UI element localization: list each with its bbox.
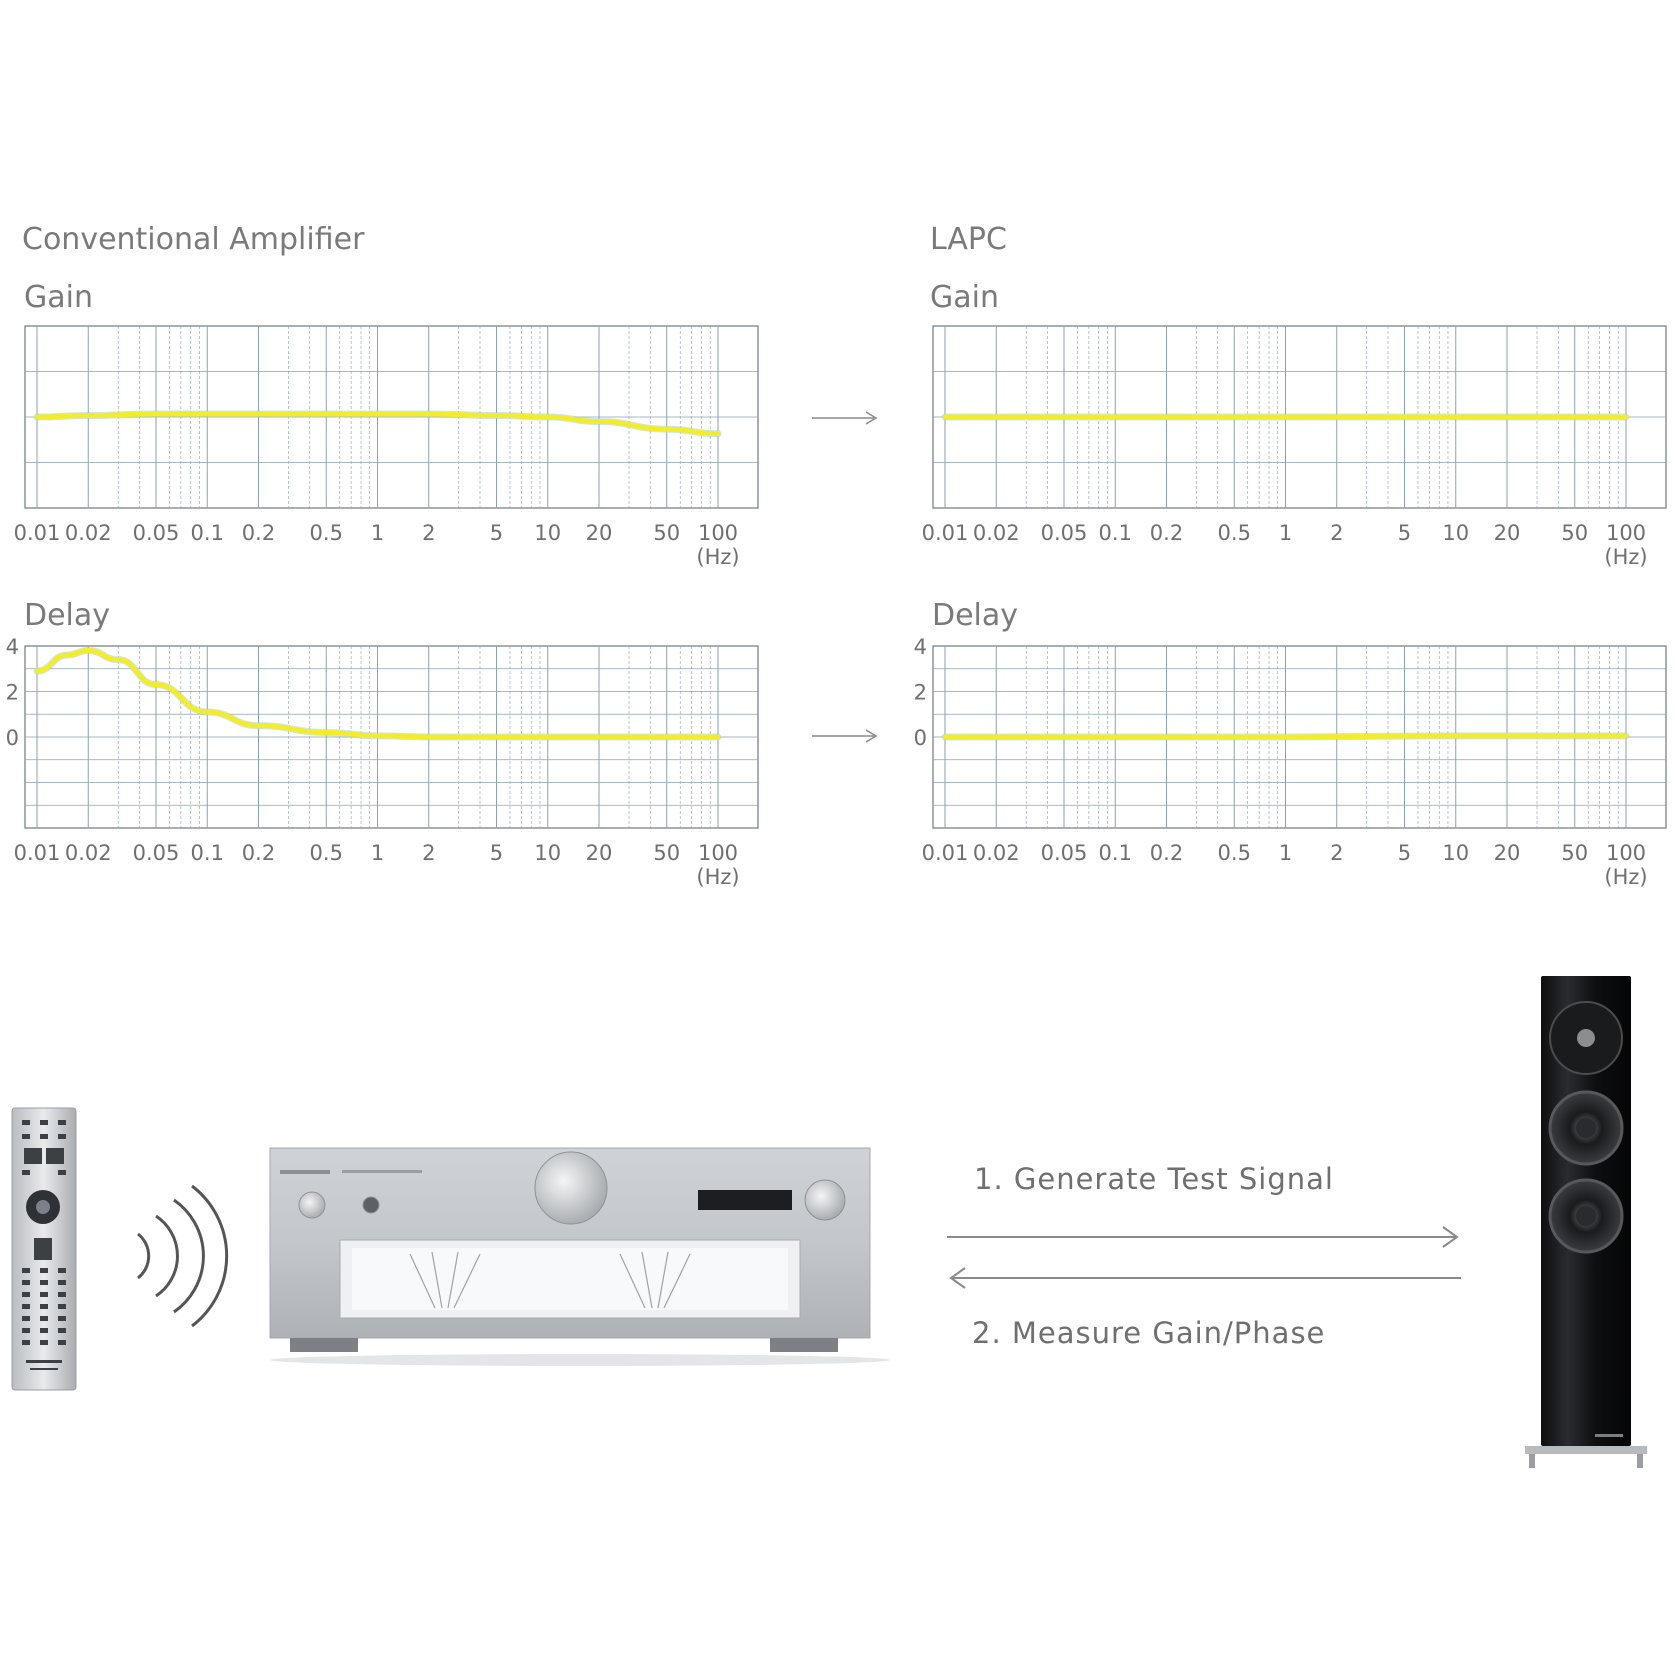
x-tick-label: 50 bbox=[1561, 841, 1588, 865]
x-tick-label: 1 bbox=[1279, 521, 1292, 545]
y-tick-label: 0 bbox=[914, 726, 927, 750]
x-tick-label: 0.2 bbox=[242, 521, 275, 545]
x-tick-label: 20 bbox=[1494, 841, 1521, 865]
x-tick-label: 0.2 bbox=[1150, 841, 1183, 865]
x-tick-label: 10 bbox=[1442, 521, 1469, 545]
remote-control bbox=[11, 1107, 77, 1391]
x-tick-label: 5 bbox=[1398, 521, 1411, 545]
x-tick-label: 0.5 bbox=[1218, 841, 1251, 865]
x-tick-label: 1 bbox=[371, 521, 384, 545]
x-tick-label: 100 bbox=[1606, 841, 1646, 865]
step-measure-gain-phase: 2. Measure Gain/Phase bbox=[972, 1316, 1326, 1350]
x-unit-label: (Hz) bbox=[1604, 865, 1647, 889]
x-tick-label: 0.05 bbox=[1041, 521, 1088, 545]
x-tick-label: 10 bbox=[1442, 841, 1469, 865]
x-tick-label: 100 bbox=[698, 841, 738, 865]
x-tick-label: 0.5 bbox=[1218, 521, 1251, 545]
conv-gain-label: Gain bbox=[24, 280, 93, 315]
x-tick-label: 5 bbox=[490, 841, 503, 865]
x-tick-label: 50 bbox=[653, 841, 680, 865]
x-tick-label: 100 bbox=[1606, 521, 1646, 545]
x-tick-label: 1 bbox=[1279, 841, 1292, 865]
x-tick-label: 2 bbox=[422, 841, 435, 865]
measurement-arrow bbox=[949, 1267, 1461, 1289]
x-tick-label: 0.1 bbox=[1099, 521, 1132, 545]
amplifier bbox=[269, 1147, 890, 1366]
gain-transition-arrow bbox=[812, 411, 878, 425]
x-tick-label: 0.05 bbox=[1041, 841, 1088, 865]
x-tick-label: 2 bbox=[422, 521, 435, 545]
x-tick-label: 100 bbox=[698, 521, 738, 545]
step-generate-test-signal: 1. Generate Test Signal bbox=[974, 1162, 1334, 1196]
series-line bbox=[34, 411, 721, 437]
y-tick-label: 4 bbox=[914, 635, 927, 659]
conv-delay-label: Delay bbox=[24, 598, 111, 633]
x-tick-label: 5 bbox=[1398, 841, 1411, 865]
x-tick-label: 20 bbox=[586, 841, 613, 865]
x-tick-label: 0.5 bbox=[310, 841, 343, 865]
x-tick-label: 0.01 bbox=[14, 521, 61, 545]
x-tick-label: 0.05 bbox=[133, 521, 180, 545]
series-line bbox=[34, 648, 721, 740]
wireless-signal-icon bbox=[137, 1184, 229, 1328]
lapc-gain-label: Gain bbox=[930, 280, 999, 315]
y-tick-label: 0 bbox=[6, 726, 19, 750]
x-tick-label: 20 bbox=[586, 521, 613, 545]
series-line bbox=[942, 733, 1629, 740]
x-tick-label: 50 bbox=[1561, 521, 1588, 545]
test-signal-arrow bbox=[947, 1226, 1459, 1248]
y-tick-label: 2 bbox=[6, 681, 19, 705]
x-tick-label: 0.02 bbox=[65, 841, 112, 865]
x-tick-label: 0.01 bbox=[14, 841, 61, 865]
x-unit-label: (Hz) bbox=[1604, 545, 1647, 569]
x-tick-label: 0.1 bbox=[191, 521, 224, 545]
x-tick-label: 0.5 bbox=[310, 521, 343, 545]
x-tick-label: 0.02 bbox=[973, 521, 1020, 545]
x-tick-label: 10 bbox=[534, 521, 561, 545]
x-tick-label: 0.01 bbox=[922, 521, 969, 545]
speaker bbox=[1525, 976, 1647, 1468]
x-tick-label: 5 bbox=[490, 521, 503, 545]
x-tick-label: 0.1 bbox=[1099, 841, 1132, 865]
x-tick-label: 0.01 bbox=[922, 841, 969, 865]
y-tick-label: 2 bbox=[914, 681, 927, 705]
lapc-title: LAPC bbox=[930, 222, 1007, 257]
x-tick-label: 0.05 bbox=[133, 841, 180, 865]
conventional-amplifier-title: Conventional Amplifier bbox=[22, 222, 365, 257]
x-tick-label: 0.2 bbox=[242, 841, 275, 865]
x-tick-label: 2 bbox=[1330, 841, 1343, 865]
x-tick-label: 10 bbox=[534, 841, 561, 865]
x-tick-label: 20 bbox=[1494, 521, 1521, 545]
x-tick-label: 2 bbox=[1330, 521, 1343, 545]
y-tick-label: 4 bbox=[6, 635, 19, 659]
x-tick-label: 1 bbox=[371, 841, 384, 865]
x-tick-label: 0.2 bbox=[1150, 521, 1183, 545]
delay-transition-arrow bbox=[812, 729, 878, 743]
x-unit-label: (Hz) bbox=[696, 865, 739, 889]
x-unit-label: (Hz) bbox=[696, 545, 739, 569]
x-tick-label: 50 bbox=[653, 521, 680, 545]
x-tick-label: 0.1 bbox=[191, 841, 224, 865]
x-tick-label: 0.02 bbox=[65, 521, 112, 545]
lapc-delay-label: Delay bbox=[932, 598, 1019, 633]
x-tick-label: 0.02 bbox=[973, 841, 1020, 865]
